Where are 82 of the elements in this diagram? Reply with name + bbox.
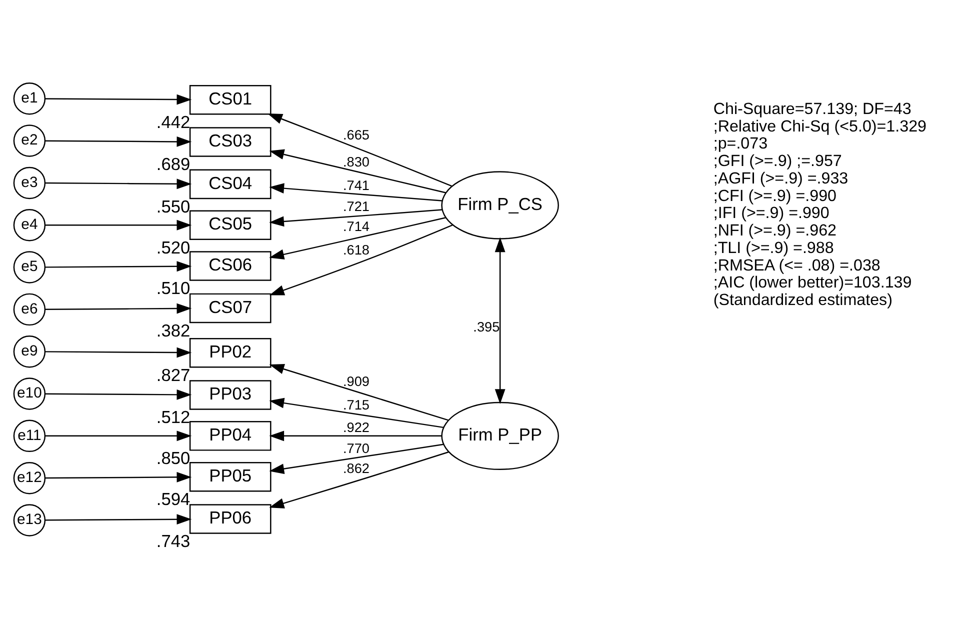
arrow xyxy=(266,114,452,187)
node-box: PP06 xyxy=(188,504,271,534)
node-ellipse: Firm P_PP xyxy=(440,402,558,470)
label: ;AIC (lower better)=103.139 xyxy=(712,274,912,292)
label: ;IFI (>=.9) =.990 xyxy=(712,204,829,222)
label: ;CFI (>=.9) =.990 xyxy=(712,186,836,205)
node-circle: e5 xyxy=(12,251,46,284)
arrow xyxy=(44,220,192,230)
arrow xyxy=(44,261,192,272)
edge-label: .714 xyxy=(342,219,369,234)
node-circle: e9 xyxy=(12,335,46,368)
edge-label: .922 xyxy=(342,420,369,435)
arrow xyxy=(44,136,192,147)
arrow xyxy=(44,389,192,400)
node-label: .442 xyxy=(156,112,190,132)
node-circle: e1 xyxy=(12,82,46,115)
node-box: CS04 xyxy=(188,169,271,200)
node-circle: e10 xyxy=(12,378,46,410)
node-label: .512 xyxy=(156,407,190,428)
label: ;TLI (>=.9) =.988 xyxy=(712,238,834,257)
edge-label: .909 xyxy=(342,374,369,390)
node-box: CS01 xyxy=(188,84,271,115)
node-circle: e12 xyxy=(12,462,46,494)
arrow xyxy=(494,237,505,404)
node-box: CS03 xyxy=(188,127,271,157)
node-circle: e13 xyxy=(12,504,46,536)
node-circle: e4 xyxy=(12,209,46,242)
node-label: .850 xyxy=(156,448,190,468)
node-box: PP02 xyxy=(188,338,271,368)
node-circle: e2 xyxy=(12,124,46,157)
arrow xyxy=(44,303,192,314)
arrow xyxy=(268,398,444,428)
arrow xyxy=(268,183,442,202)
node-circle: e6 xyxy=(12,293,46,326)
node-label: .594 xyxy=(156,489,190,510)
label: ;AGFI (>=.9) =.933 xyxy=(712,169,848,188)
node-circle: e11 xyxy=(12,420,46,452)
node-label: .550 xyxy=(156,196,190,216)
label: ;RMSEA (<= .08) =.038 xyxy=(712,256,880,274)
arrow xyxy=(44,94,192,105)
node-box: CS05 xyxy=(188,210,271,240)
arrow xyxy=(268,364,448,421)
node-label: .510 xyxy=(156,278,190,298)
edge-label: .665 xyxy=(342,127,369,142)
edge-label: .395 xyxy=(472,319,500,334)
node-box: PP04 xyxy=(188,421,271,451)
arrow xyxy=(268,149,446,194)
arrow xyxy=(44,514,192,525)
arrow xyxy=(268,444,444,474)
node-ellipse: Firm P_CS xyxy=(440,171,558,240)
edge-label: .721 xyxy=(342,199,369,214)
arrow xyxy=(268,216,446,260)
edge-label: .715 xyxy=(342,398,369,413)
node-label: .743 xyxy=(156,531,190,552)
edge-label: .830 xyxy=(342,154,369,170)
arrow xyxy=(268,451,448,508)
label: ;Relative Chi-Sq (<5.0)=1.329 xyxy=(712,117,926,136)
arrow xyxy=(44,347,192,358)
arrow xyxy=(44,178,192,190)
label: ;p=.073 xyxy=(712,134,768,153)
arrow xyxy=(268,209,442,227)
label: ;GFI (>=.9) ;=.957 xyxy=(712,152,842,170)
node-box: CS07 xyxy=(188,293,271,324)
arrow xyxy=(268,430,441,442)
edge-label: .741 xyxy=(342,178,369,194)
node-label: .382 xyxy=(156,320,190,340)
arrow xyxy=(44,472,192,482)
label: (Standardized estimates) xyxy=(712,290,892,309)
node-label: .827 xyxy=(156,364,190,385)
arrow xyxy=(44,430,192,442)
node-box: PP03 xyxy=(188,380,271,410)
node-label: .520 xyxy=(156,237,190,258)
edge-label: .770 xyxy=(342,441,369,456)
arrow xyxy=(268,224,452,296)
edge-label: .618 xyxy=(342,242,369,258)
node-label: .689 xyxy=(156,154,190,174)
node-circle: e3 xyxy=(12,166,46,200)
node-box: CS06 xyxy=(188,251,271,281)
edge-label: .862 xyxy=(342,460,369,476)
label: ;NFI (>=.9) =.962 xyxy=(712,222,836,240)
node-box: PP05 xyxy=(188,462,271,492)
label: Chi-Square=57.139; DF=43 xyxy=(712,100,911,118)
